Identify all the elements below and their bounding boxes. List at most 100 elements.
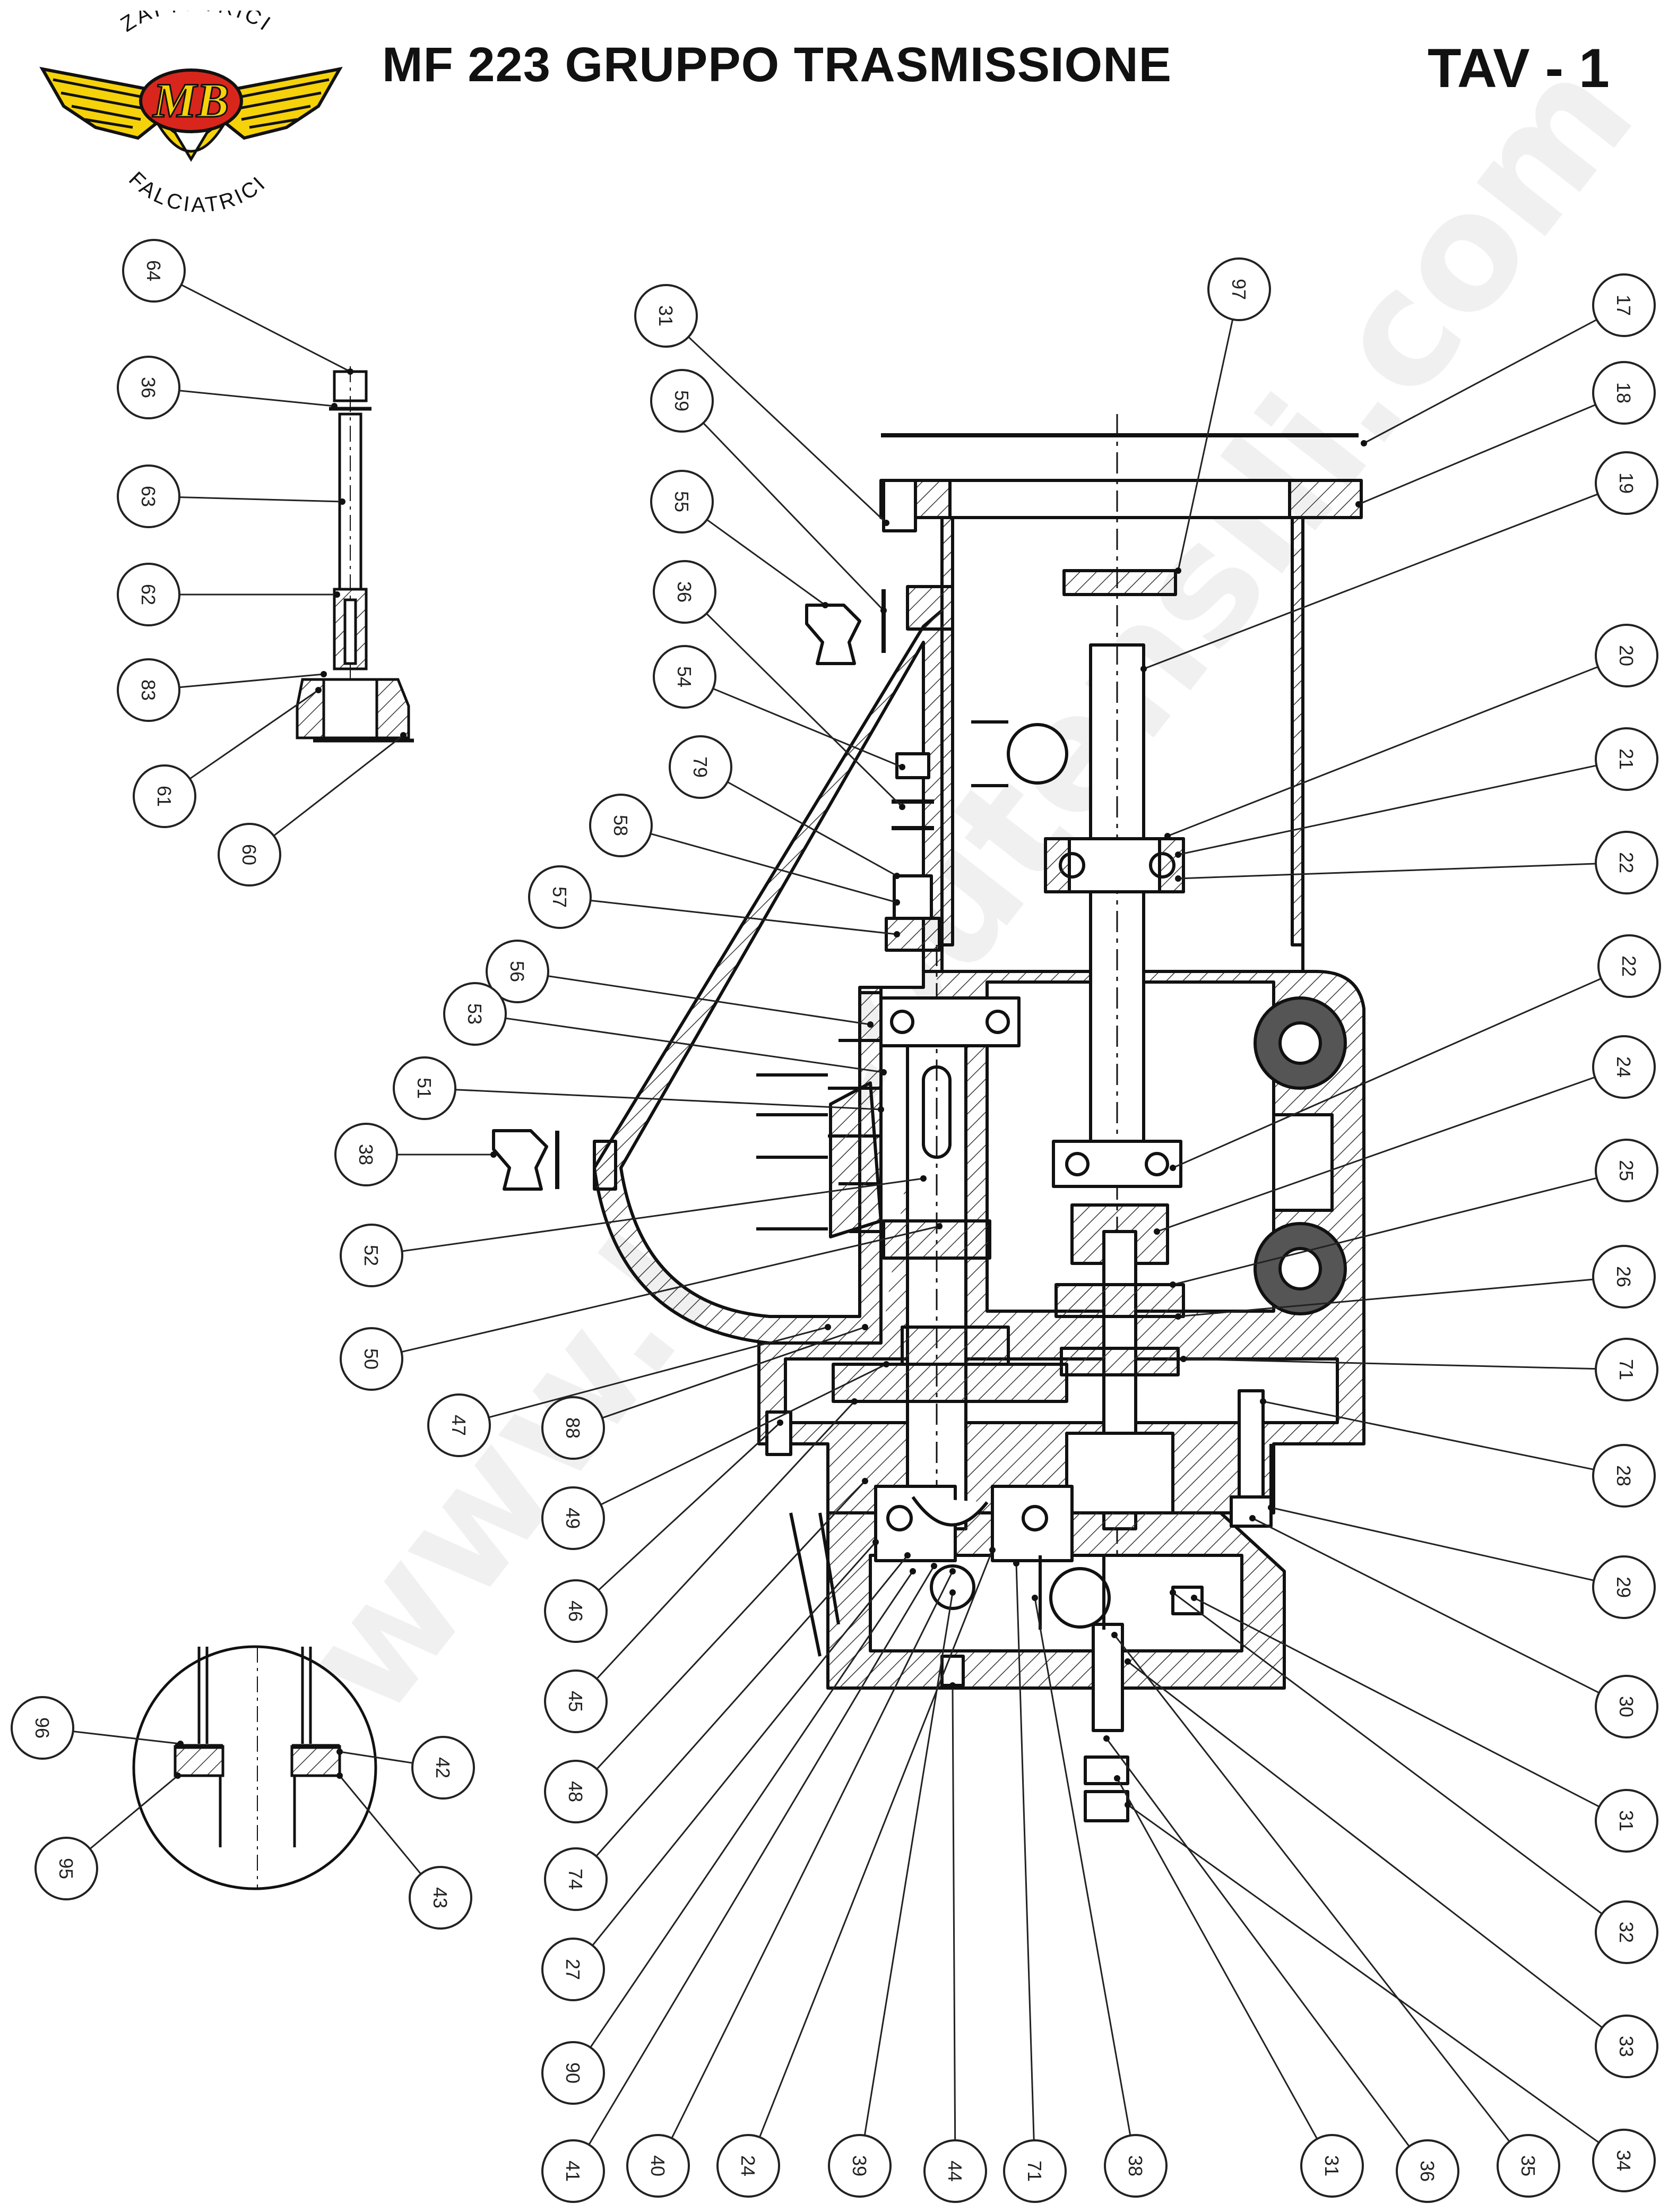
callout-leader-36 bbox=[1105, 1738, 1410, 2147]
callout-leader-48 bbox=[596, 1480, 866, 1770]
callout-dot-36 bbox=[899, 804, 905, 810]
callout-leader-71 bbox=[1183, 1358, 1596, 1370]
callout-leader-56 bbox=[548, 975, 871, 1026]
page-title: MF 223 GRUPPO TRASMISSIONE bbox=[382, 38, 1172, 92]
callout-leader-57 bbox=[590, 899, 897, 935]
callout-number-83: 83 bbox=[137, 679, 159, 701]
callout-dot-22 bbox=[1170, 1165, 1176, 1171]
callout-number-38: 38 bbox=[355, 1144, 377, 1165]
callout-dot-29 bbox=[1268, 1504, 1274, 1511]
callout-dot-74 bbox=[872, 1539, 879, 1545]
callout-circle-88 bbox=[541, 1396, 605, 1460]
callout-number-45: 45 bbox=[565, 1691, 586, 1712]
callout-dot-62 bbox=[334, 591, 340, 598]
callout-number-79: 79 bbox=[689, 756, 711, 778]
callout-leader-51 bbox=[455, 1089, 881, 1111]
callout-dot-42 bbox=[336, 1749, 343, 1755]
table-number: TAV - 1 bbox=[1428, 38, 1610, 99]
callout-dot-19 bbox=[1140, 666, 1147, 672]
callout-number-31: 31 bbox=[1321, 2155, 1343, 2176]
callout-leader-38 bbox=[1034, 1597, 1131, 2136]
callout-leader-36 bbox=[179, 390, 335, 407]
callout-leader-24 bbox=[1156, 1076, 1595, 1233]
callout-leader-74 bbox=[595, 1542, 877, 1857]
callout-circle-22 bbox=[1597, 934, 1661, 998]
callout-circle-53 bbox=[443, 982, 507, 1046]
logo-brand: MB bbox=[152, 73, 229, 127]
callout-number-50: 50 bbox=[360, 1348, 382, 1370]
callout-circle-45 bbox=[544, 1669, 608, 1733]
callout-circle-97 bbox=[1207, 257, 1271, 321]
callout-leader-49 bbox=[600, 1363, 887, 1505]
callout-leader-31 bbox=[688, 336, 887, 524]
callout-number-22: 22 bbox=[1618, 956, 1640, 977]
callout-number-55: 55 bbox=[671, 491, 693, 512]
callout-leader-27 bbox=[592, 1555, 909, 1946]
callout-leader-46 bbox=[598, 1422, 781, 1591]
callout-leader-45 bbox=[596, 1400, 855, 1680]
callout-circle-71 bbox=[1595, 1338, 1658, 1401]
callout-leader-50 bbox=[401, 1225, 940, 1353]
callout-leader-30 bbox=[1252, 1517, 1600, 1694]
callout-number-26: 26 bbox=[1613, 1266, 1635, 1287]
callout-number-53: 53 bbox=[464, 1003, 486, 1025]
callout-leader-17 bbox=[1363, 319, 1597, 444]
callout-circle-25 bbox=[1595, 1139, 1658, 1202]
callout-circle-43 bbox=[409, 1866, 472, 1930]
callout-number-97: 97 bbox=[1228, 279, 1250, 300]
callout-number-71: 71 bbox=[1024, 2161, 1045, 2182]
callout-dot-48 bbox=[862, 1478, 868, 1484]
callout-dot-26 bbox=[1175, 1313, 1181, 1320]
callout-dot-44 bbox=[949, 1682, 956, 1689]
callout-dot-55 bbox=[822, 602, 828, 608]
callout-circle-50 bbox=[340, 1327, 403, 1391]
callout-circle-38 bbox=[334, 1123, 398, 1186]
callout-circle-40 bbox=[626, 2134, 690, 2198]
callout-dot-18 bbox=[1355, 501, 1362, 507]
callout-circle-41 bbox=[541, 2139, 605, 2203]
callout-circle-54 bbox=[653, 645, 716, 709]
callout-circle-42 bbox=[411, 1736, 475, 1800]
callout-number-36: 36 bbox=[137, 377, 159, 398]
callout-dot-51 bbox=[878, 1106, 884, 1113]
callout-leader-28 bbox=[1263, 1400, 1594, 1470]
callout-number-74: 74 bbox=[565, 1869, 586, 1890]
callout-number-19: 19 bbox=[1615, 472, 1637, 494]
callout-number-22: 22 bbox=[1615, 852, 1637, 873]
callout-leader-97 bbox=[1177, 319, 1234, 571]
callout-number-58: 58 bbox=[610, 815, 632, 836]
callout-dot-30 bbox=[1249, 1515, 1256, 1521]
callout-dot-41 bbox=[931, 1563, 937, 1569]
callout-number-36: 36 bbox=[1416, 2161, 1438, 2182]
callout-number-64: 64 bbox=[143, 260, 165, 281]
callout-leader-42 bbox=[339, 1751, 413, 1764]
callout-leader-59 bbox=[703, 422, 885, 612]
callout-circle-74 bbox=[544, 1847, 608, 1911]
callout-leader-33 bbox=[1127, 1660, 1603, 2028]
callout-dot-24 bbox=[989, 1547, 996, 1553]
callout-dot-88 bbox=[862, 1324, 868, 1330]
callout-number-95: 95 bbox=[55, 1858, 77, 1879]
callout-circle-96 bbox=[11, 1696, 74, 1760]
callout-dot-24 bbox=[1154, 1228, 1160, 1235]
callout-leader-39 bbox=[863, 1592, 954, 2136]
callout-number-20: 20 bbox=[1615, 645, 1637, 666]
callout-leader-21 bbox=[1178, 764, 1597, 856]
callout-dot-47 bbox=[825, 1324, 831, 1330]
callout-number-60: 60 bbox=[238, 844, 260, 865]
callout-circle-58 bbox=[589, 794, 653, 857]
callout-circle-36 bbox=[117, 356, 180, 419]
callout-circle-44 bbox=[923, 2139, 987, 2203]
callout-circle-62 bbox=[117, 563, 180, 626]
callout-leader-61 bbox=[189, 689, 319, 780]
callout-dot-31 bbox=[1114, 1775, 1120, 1781]
callout-dot-35 bbox=[1111, 1632, 1118, 1638]
callout-number-38: 38 bbox=[1125, 2155, 1146, 2176]
callout-circle-52 bbox=[340, 1224, 403, 1287]
callout-dot-36 bbox=[331, 403, 338, 409]
callout-leader-64 bbox=[180, 284, 351, 373]
callout-dot-52 bbox=[920, 1175, 927, 1182]
callout-number-57: 57 bbox=[549, 886, 570, 908]
callout-number-31: 31 bbox=[1615, 1810, 1637, 1831]
callout-circle-47 bbox=[427, 1393, 491, 1457]
